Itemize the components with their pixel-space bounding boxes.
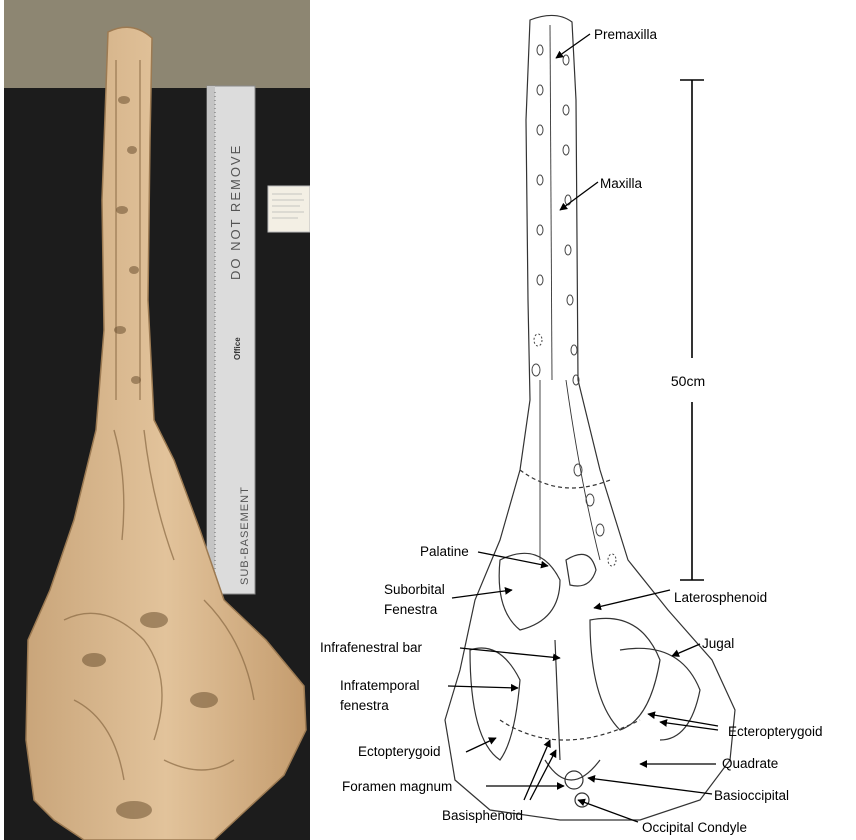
label-foramen-magnum: Foramen magnum (342, 779, 452, 794)
anatomy-labels: Premaxilla Maxilla Palatine Suborbital F… (320, 27, 823, 835)
scale-bar-label: 50cm (671, 373, 705, 389)
label-palatine: Palatine (420, 544, 469, 559)
label-quadrate: Quadrate (722, 756, 778, 771)
label-jugal: Jugal (702, 636, 734, 651)
ruler-label-office: Office (233, 337, 242, 360)
photo-wall (4, 0, 310, 90)
fossil-photo: DO NOT REMOVE Office SUB-BASEMENT (4, 0, 310, 840)
ruler-label-do-not-remove: DO NOT REMOVE (228, 144, 243, 280)
label-basisphenoid: Basisphenoid (442, 808, 523, 823)
label-basioccipital: Basioccipital (714, 788, 789, 803)
label-ectopterygoid: Ectopterygoid (358, 744, 441, 759)
label-infratemporal-1: Infratemporal (340, 678, 420, 693)
label-infratemporal-2: fenestra (340, 698, 389, 713)
ruler-label-sub-basement: SUB-BASEMENT (239, 486, 251, 585)
label-suborbital-2: Fenestra (384, 602, 438, 617)
scale-bar (680, 80, 704, 580)
label-suborbital-1: Suborbital (384, 582, 445, 597)
label-ecteropterygoid: Ecteropterygoid (728, 724, 823, 739)
leader-lines (448, 34, 718, 822)
specimen-tag (268, 186, 310, 232)
skull-diagram: 50cm Premaxilla Maxilla Palatine Suborbi… (310, 0, 856, 840)
label-laterosphenoid: Laterosphenoid (674, 590, 767, 605)
label-premaxilla: Premaxilla (594, 27, 658, 42)
ruler: DO NOT REMOVE Office SUB-BASEMENT (207, 86, 255, 594)
label-maxilla: Maxilla (600, 176, 643, 191)
label-occipital-condyle: Occipital Condyle (642, 820, 747, 835)
label-infrafenestral-bar: Infrafenestral bar (320, 640, 423, 655)
